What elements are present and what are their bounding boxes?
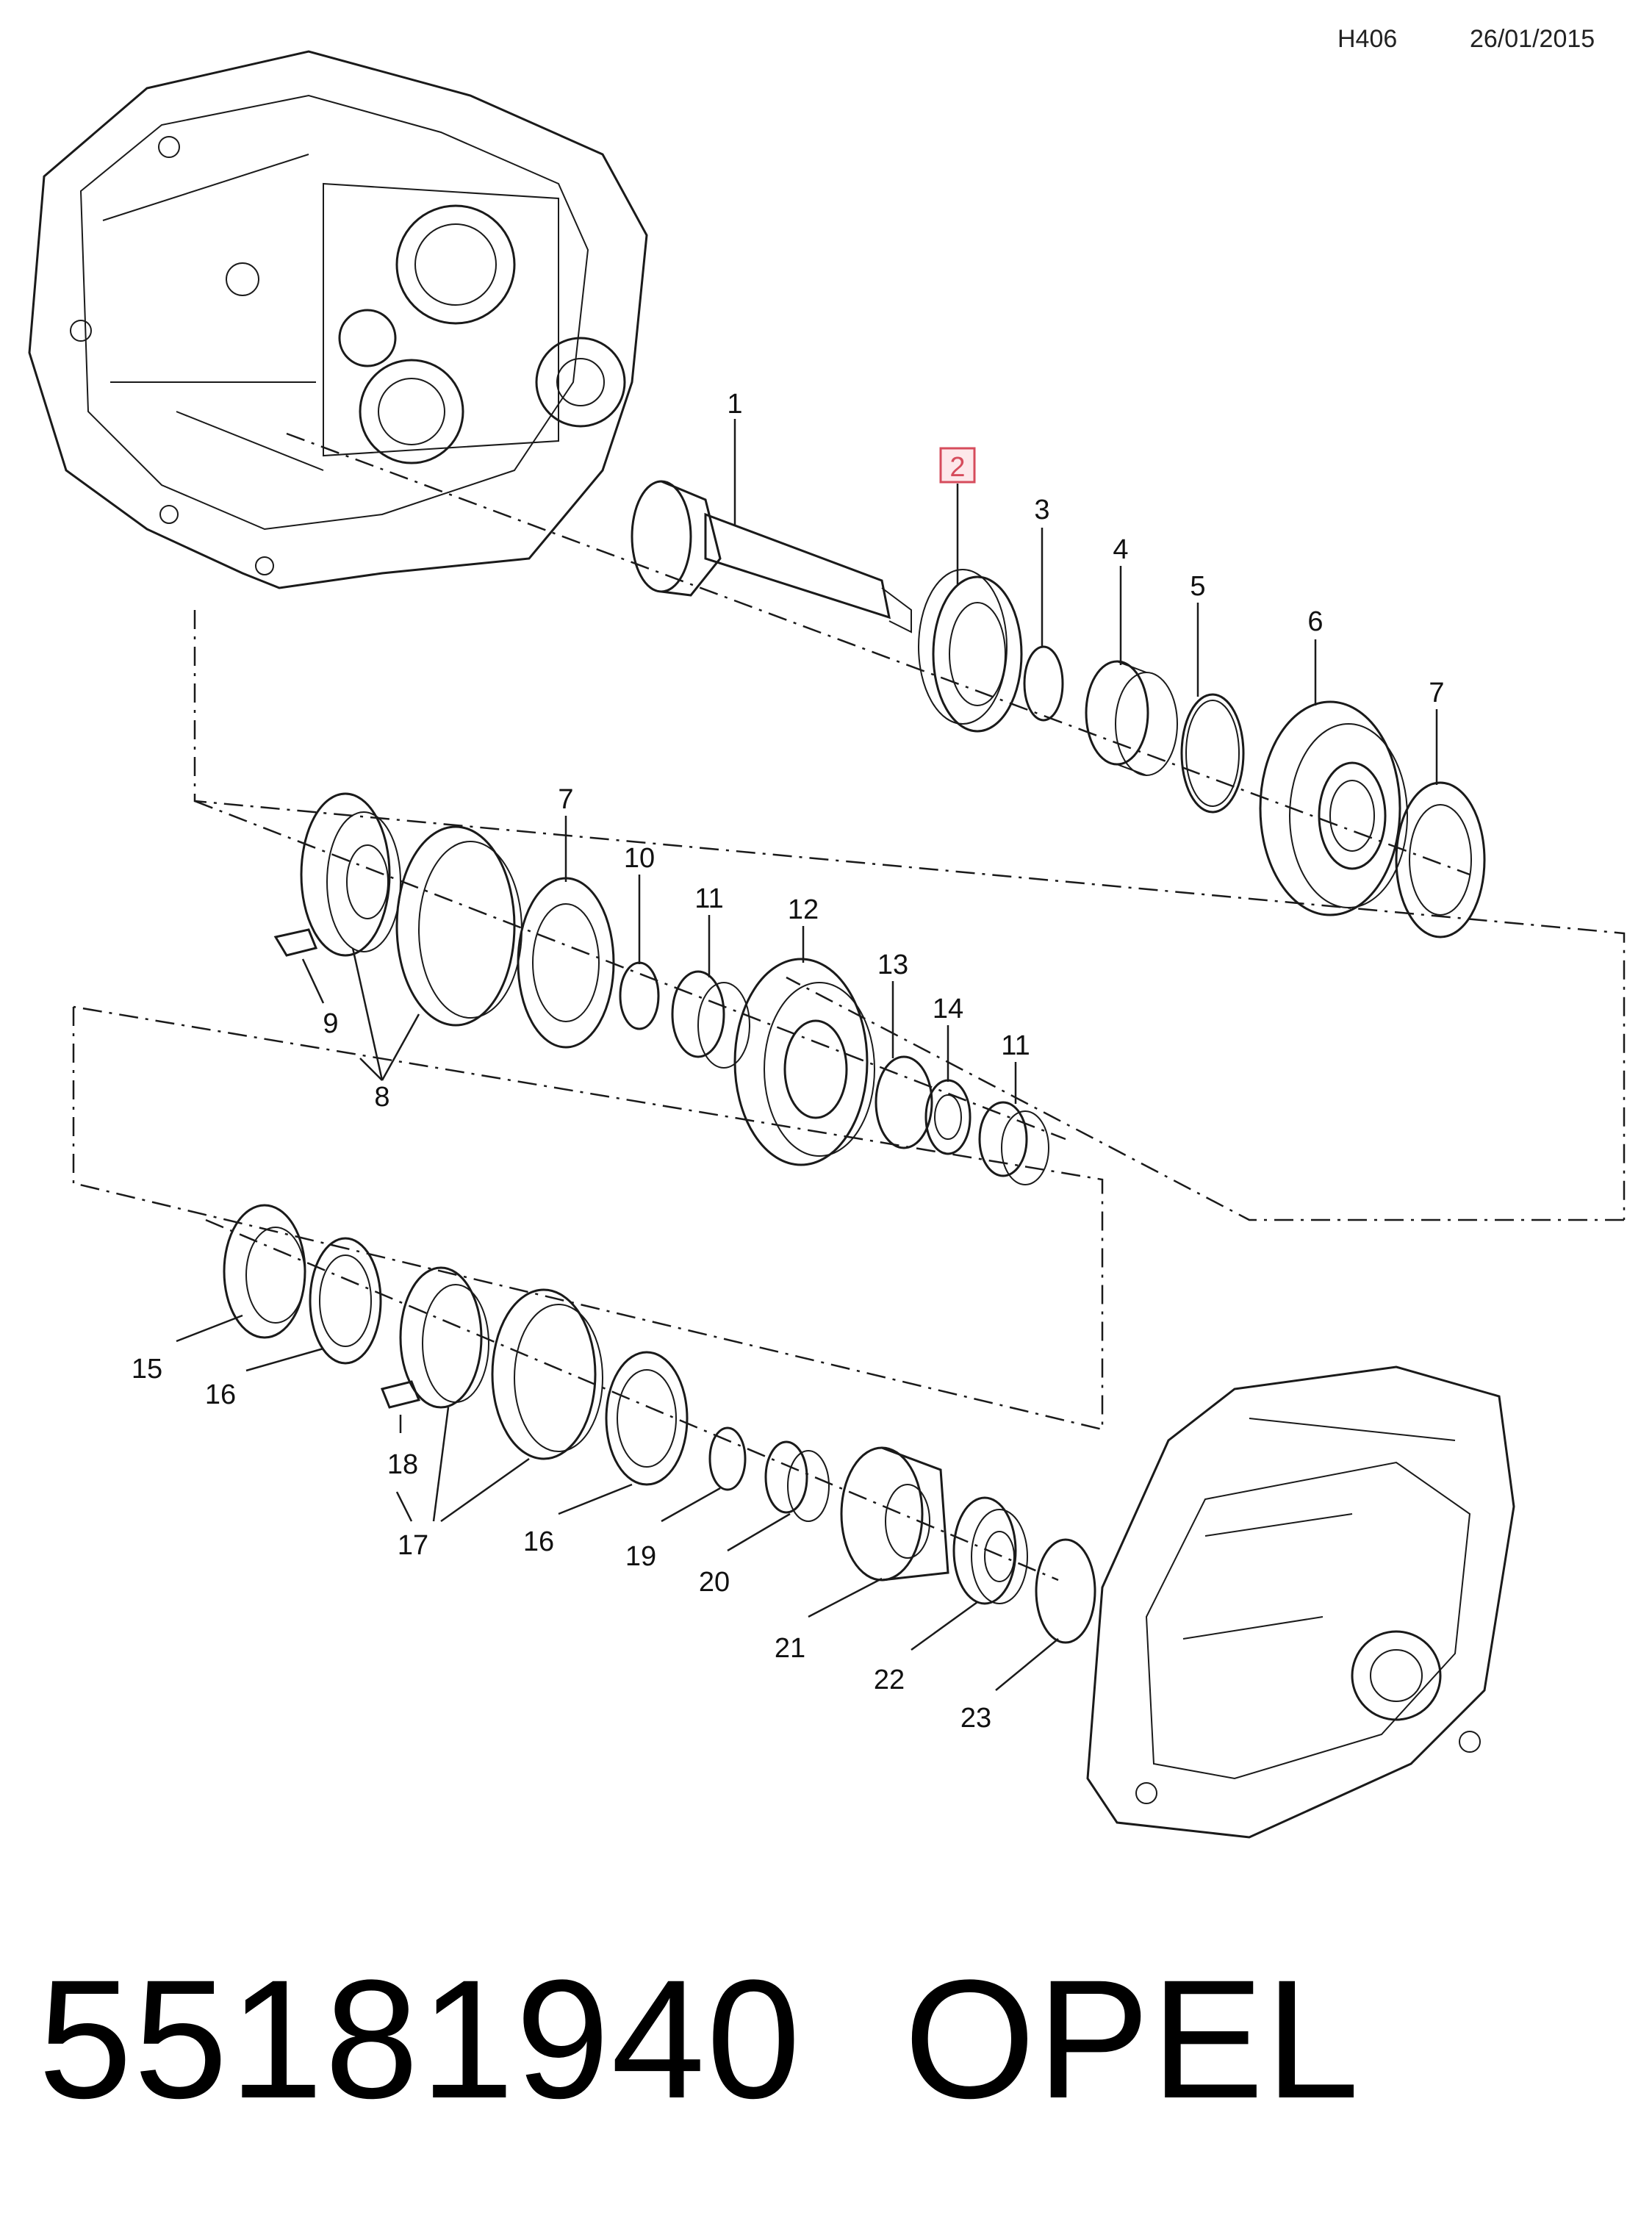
- part-16-synchro-ring-a: [309, 1237, 382, 1365]
- callout-5[interactable]: 5: [1190, 571, 1205, 602]
- callout-9[interactable]: 9: [323, 1008, 338, 1039]
- callout-23[interactable]: 23: [960, 1703, 991, 1734]
- part-20-needle-bearing: [764, 1440, 830, 1522]
- callout-1[interactable]: 1: [727, 389, 742, 420]
- callout-17[interactable]: 17: [398, 1530, 428, 1561]
- callout-7-top[interactable]: 7: [1429, 678, 1444, 708]
- part-19-snap-ring: [708, 1426, 747, 1491]
- part-13-ring: [875, 1055, 933, 1149]
- callout-14[interactable]: 14: [933, 994, 963, 1024]
- callout-6[interactable]: 6: [1307, 606, 1323, 637]
- part-4-needle-bearing: [1085, 660, 1178, 776]
- callout-12[interactable]: 12: [788, 894, 819, 925]
- callout-13[interactable]: 13: [877, 950, 908, 980]
- part-22-bearing: [952, 1496, 1028, 1605]
- callout-labels: 1 2 3 4 5 6 7 7 8 9 10 11 12 13 14 11 15…: [132, 389, 1445, 1734]
- part-8-synchro-hub: [300, 792, 401, 957]
- part-2-bearing: [918, 569, 1023, 733]
- part-18-key: [380, 1380, 421, 1409]
- callout-16-right[interactable]: 16: [523, 1526, 554, 1557]
- callout-11-right[interactable]: 11: [1001, 1030, 1030, 1061]
- part-12-gear: [733, 958, 875, 1166]
- part-17-sleeve: [491, 1288, 603, 1460]
- leader-lines: [176, 419, 1438, 1691]
- part-14-washer: [924, 1079, 972, 1155]
- callout-2[interactable]: 2: [949, 452, 965, 483]
- part-10-snap-ring: [619, 961, 660, 1030]
- part-17-synchro-hub: [399, 1266, 489, 1409]
- callout-16-left[interactable]: 16: [205, 1379, 236, 1410]
- part-number: 55181940: [38, 1945, 802, 2133]
- brand-name: OPEL: [904, 1945, 1361, 2133]
- callout-22[interactable]: 22: [874, 1665, 905, 1695]
- callout-19[interactable]: 19: [625, 1541, 656, 1572]
- part-9-key: [273, 928, 318, 957]
- part-8-sleeve: [395, 825, 522, 1027]
- header-diagram-code: H406: [1337, 25, 1398, 53]
- callout-15[interactable]: 15: [132, 1354, 162, 1385]
- header-date: 26/01/2015: [1470, 25, 1595, 53]
- rear-housing: [1086, 1365, 1515, 1839]
- callout-20[interactable]: 20: [699, 1567, 730, 1598]
- part-23-snap-ring: [1035, 1538, 1096, 1644]
- part-15-ring: [223, 1204, 306, 1339]
- callout-4[interactable]: 4: [1113, 534, 1128, 565]
- part-5-ring: [1180, 693, 1245, 814]
- exploded-parts-diagram: 1 2 3 4 5 6 7 7 8 9 10 11 12 13 14 11 15…: [28, 50, 1626, 1839]
- callout-18[interactable]: 18: [387, 1449, 418, 1480]
- callout-3[interactable]: 3: [1034, 495, 1049, 525]
- callout-10[interactable]: 10: [624, 843, 655, 874]
- part-11-needle-bearing-b: [978, 1101, 1049, 1185]
- callout-11-mid[interactable]: 11: [694, 883, 723, 914]
- callout-21[interactable]: 21: [775, 1633, 805, 1664]
- part-6-gear: [1259, 700, 1408, 916]
- part-3-snap-ring: [1023, 645, 1064, 722]
- part-21-gear: [840, 1446, 949, 1582]
- part-1-input-shaft: [631, 480, 912, 633]
- callout-7-mid[interactable]: 7: [558, 784, 573, 815]
- part-11-needle-bearing-a: [671, 970, 750, 1069]
- part-7-synchro-ring-top: [1395, 781, 1486, 938]
- callout-2-highlight-box[interactable]: [939, 447, 976, 484]
- part-7-synchro-ring-mid: [517, 877, 615, 1049]
- part-16-synchro-ring-b: [605, 1351, 689, 1486]
- callout-8[interactable]: 8: [374, 1082, 389, 1113]
- front-housing: [28, 50, 648, 589]
